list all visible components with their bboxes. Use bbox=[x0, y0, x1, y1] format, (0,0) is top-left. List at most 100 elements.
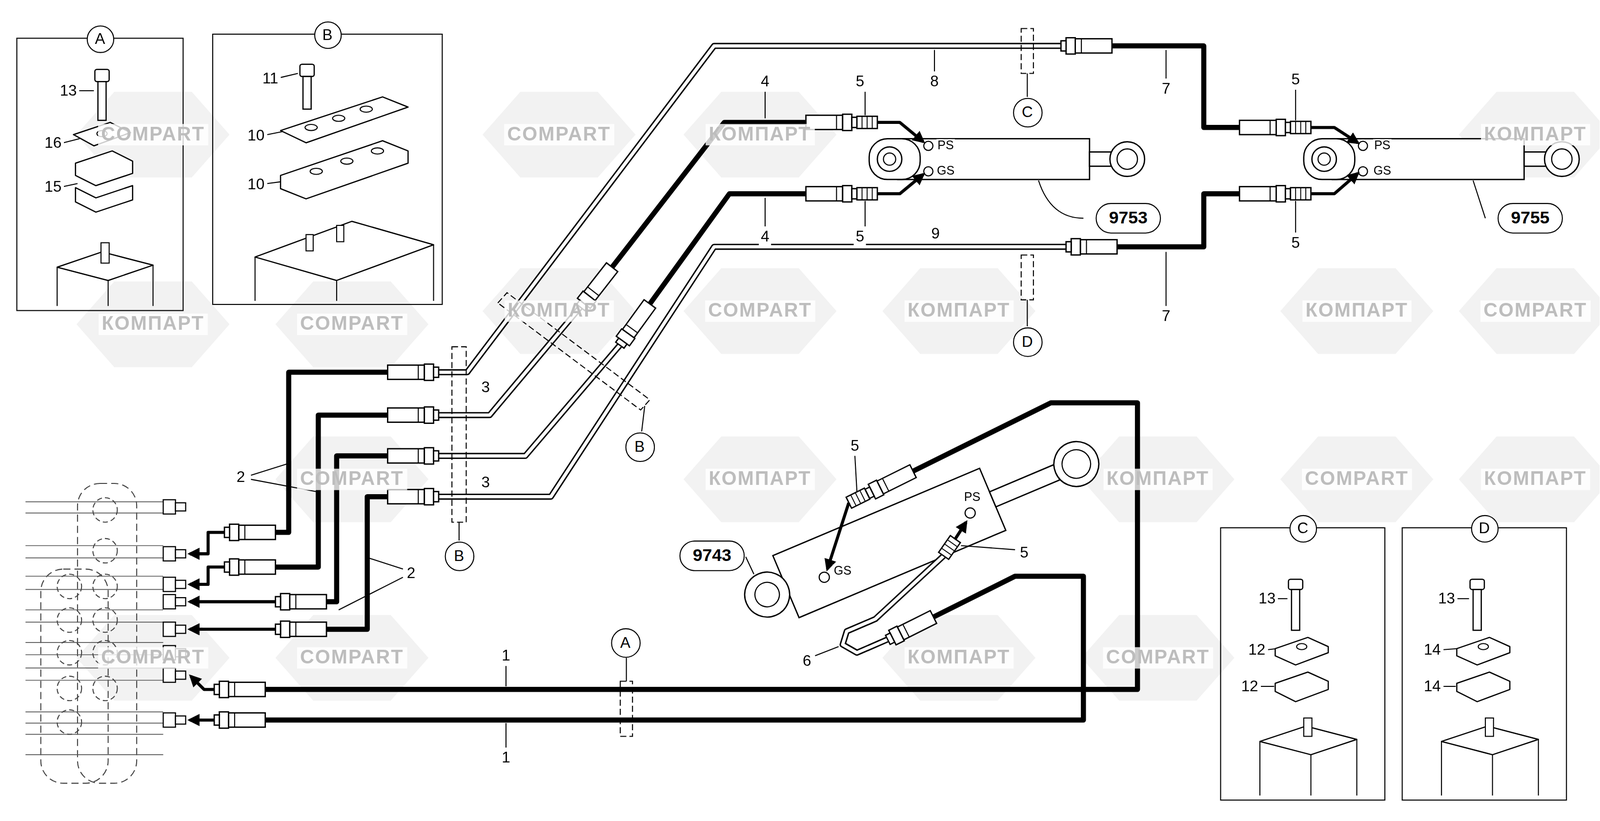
leader-line bbox=[764, 198, 766, 227]
hydraulic-hose bbox=[275, 372, 388, 533]
node-label: 9753 bbox=[1109, 208, 1148, 229]
clamp-block bbox=[1275, 637, 1329, 666]
hydraulic-cylinder bbox=[733, 424, 1111, 635]
port-label: GS bbox=[1372, 164, 1393, 179]
adapter-union bbox=[1290, 187, 1312, 201]
bolt-hole bbox=[1478, 643, 1489, 650]
rod-eye-bore bbox=[1057, 445, 1095, 484]
callout-number: 12 bbox=[1238, 678, 1260, 695]
pipe-groove bbox=[360, 105, 373, 113]
leader-line bbox=[960, 546, 1015, 550]
rod-eye-bore bbox=[1116, 148, 1138, 170]
hose-fitting bbox=[387, 447, 439, 465]
valve-port-nut bbox=[163, 668, 176, 683]
callout-number: 2 bbox=[405, 565, 418, 582]
watermark-logo bbox=[482, 268, 636, 355]
fitting-nut bbox=[1071, 238, 1081, 255]
fitting-body bbox=[289, 594, 327, 609]
clamp-block bbox=[1456, 637, 1510, 666]
port-circle bbox=[923, 166, 933, 177]
leader-line bbox=[364, 557, 403, 570]
node-label: 9755 bbox=[1510, 208, 1550, 229]
cylinder-eye bbox=[877, 146, 902, 172]
hose-fitting bbox=[1060, 37, 1113, 54]
valve-section bbox=[92, 676, 118, 701]
bolt-head bbox=[300, 64, 315, 77]
valve-spool-line bbox=[25, 512, 163, 514]
fitting-ring bbox=[417, 407, 419, 423]
adapter-thread bbox=[1300, 187, 1302, 201]
inset-letter: A bbox=[86, 24, 114, 53]
valve-port-nut bbox=[163, 622, 176, 637]
bolt-shank bbox=[98, 81, 107, 121]
valve-section bbox=[57, 640, 82, 666]
fitting-stub bbox=[275, 624, 281, 635]
leader-line bbox=[63, 138, 80, 143]
fitting-ring bbox=[234, 682, 236, 697]
valve-section bbox=[92, 497, 118, 523]
fitting-ring bbox=[902, 624, 910, 638]
steel-pipe bbox=[438, 306, 581, 416]
hose-fitting bbox=[806, 185, 858, 203]
base-edge bbox=[1259, 739, 1357, 796]
valve-port bbox=[175, 716, 186, 725]
watermark-logo bbox=[1280, 268, 1434, 355]
leader-line bbox=[864, 201, 866, 227]
port-circle bbox=[923, 141, 933, 151]
clamp-marker bbox=[497, 292, 650, 410]
hydraulic-hose bbox=[265, 576, 1084, 721]
leader-line bbox=[1443, 648, 1457, 650]
fitting-nut bbox=[1275, 119, 1286, 136]
watermark-text: КОМПАРТ bbox=[1480, 468, 1590, 491]
callout-number: 5 bbox=[1289, 71, 1302, 88]
node-label: D bbox=[1021, 332, 1033, 351]
callout-number: 6 bbox=[800, 652, 814, 670]
watermark-text: КОМПАРТ bbox=[1302, 300, 1412, 323]
fitting-nut bbox=[842, 185, 852, 203]
node-label: A bbox=[620, 633, 631, 652]
control-valve-block bbox=[25, 483, 186, 784]
fitting-body bbox=[289, 622, 327, 637]
callout-number: 10 bbox=[245, 176, 267, 193]
clamp-half bbox=[75, 185, 133, 213]
adapter-union bbox=[846, 488, 871, 509]
hose-fitting bbox=[1239, 185, 1291, 203]
watermark-text: КОМПАРТ bbox=[904, 300, 1014, 323]
rod-eye bbox=[1047, 434, 1107, 494]
flow-arrow bbox=[189, 567, 225, 585]
watermark-text: КОМПАРТ bbox=[504, 300, 614, 323]
adapter-union bbox=[856, 116, 878, 129]
cylinder-eye bbox=[737, 565, 797, 625]
fitting-stub bbox=[433, 491, 439, 503]
adapter-thread bbox=[871, 187, 873, 201]
pipe-groove bbox=[304, 124, 318, 131]
watermark-logo bbox=[275, 281, 429, 368]
fitting-nut bbox=[280, 621, 290, 638]
port-label: PS bbox=[1373, 139, 1392, 153]
flow-arrow bbox=[189, 627, 276, 631]
leader-line bbox=[1165, 251, 1167, 306]
valve-port-nut bbox=[163, 712, 176, 728]
watermark-text: КОМПАРТ bbox=[98, 313, 208, 336]
fitting-ring bbox=[835, 186, 837, 202]
piston-rod bbox=[989, 465, 1060, 507]
adapter-thread bbox=[855, 492, 861, 504]
cylinder-eye-bore bbox=[1317, 153, 1331, 166]
fitting-stub bbox=[1066, 241, 1072, 252]
adapter-body bbox=[846, 488, 871, 509]
valve-port bbox=[175, 580, 186, 589]
hydraulic-hose bbox=[649, 193, 807, 304]
adapter-body bbox=[1290, 121, 1312, 134]
detail-inset: A bbox=[16, 37, 184, 311]
port-label: PS bbox=[963, 490, 982, 505]
fitting-ring bbox=[1269, 186, 1271, 202]
fitting-body bbox=[387, 489, 425, 505]
fitting-body bbox=[387, 364, 425, 380]
hose-fitting bbox=[275, 593, 327, 610]
fitting-ring bbox=[234, 712, 236, 728]
callout-number: 5 bbox=[848, 437, 862, 454]
leader-line bbox=[854, 456, 857, 492]
pipe-groove bbox=[340, 158, 353, 165]
fitting-body bbox=[1239, 120, 1276, 135]
fitting-body bbox=[1239, 186, 1276, 202]
